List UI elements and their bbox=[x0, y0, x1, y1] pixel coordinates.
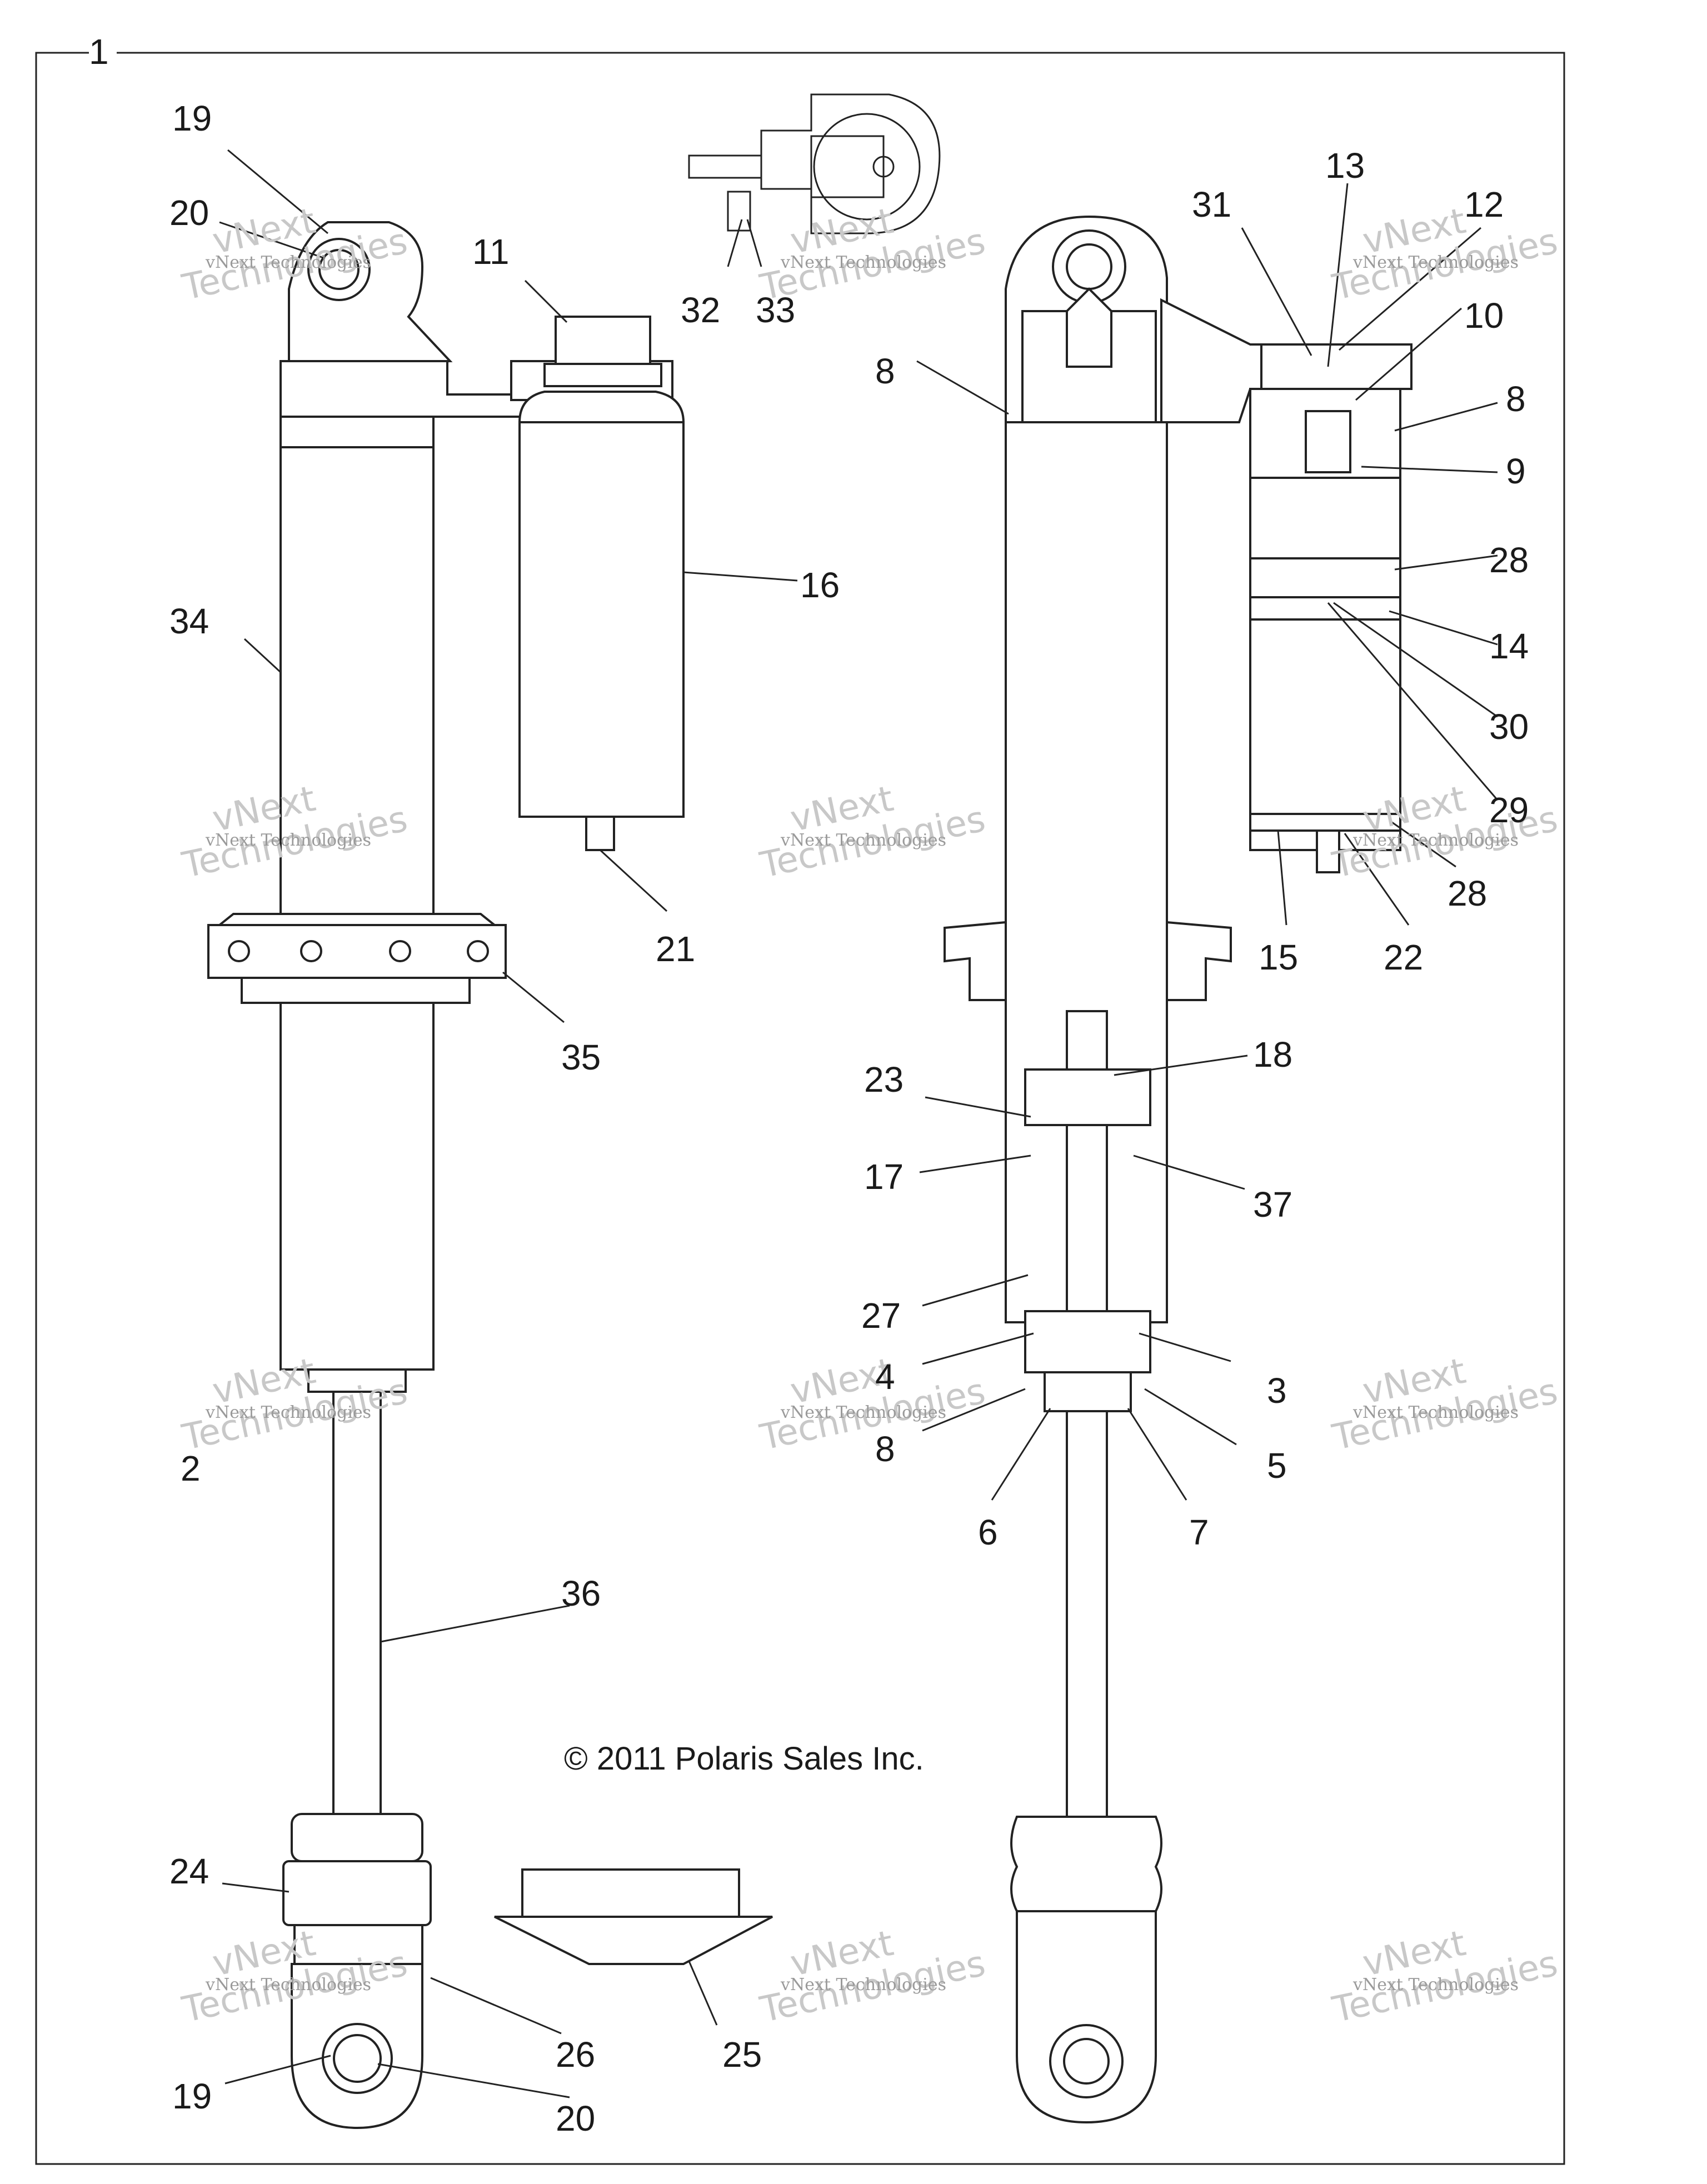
callout-labels: 19 20 11 32 33 34 16 21 35 2 36 24 26 25… bbox=[169, 98, 1529, 2138]
copyright-notice: © 2011 Polaris Sales Inc. bbox=[564, 1741, 924, 1777]
callout-27: 27 bbox=[861, 1296, 901, 1336]
callout-16: 16 bbox=[800, 565, 840, 605]
callout-29: 29 bbox=[1489, 790, 1529, 830]
callout-20-top: 20 bbox=[169, 193, 209, 233]
svg-text:vNext Technologies: vNext Technologies bbox=[205, 1975, 371, 1995]
svg-text:vNext Technologies: vNext Technologies bbox=[205, 1403, 371, 1422]
callout-8-top-left: 8 bbox=[875, 351, 895, 391]
diagram-frame: 1 bbox=[35, 32, 1565, 2165]
svg-text:vNext Technologies: vNext Technologies bbox=[780, 1403, 946, 1422]
callout-25: 25 bbox=[722, 2035, 762, 2075]
callout-21: 21 bbox=[656, 929, 695, 969]
callout-30: 30 bbox=[1489, 707, 1529, 747]
svg-text:vNext Technologies: vNext Technologies bbox=[205, 253, 371, 272]
callout-28-lower: 28 bbox=[1448, 873, 1487, 913]
svg-text:vNext Technologies: vNext Technologies bbox=[780, 253, 946, 272]
callout-19-bottom: 19 bbox=[172, 2076, 212, 2116]
callout-10: 10 bbox=[1464, 296, 1504, 336]
callout-35: 35 bbox=[561, 1037, 601, 1077]
callout-1: 1 bbox=[89, 32, 109, 72]
shock-cutaway-view bbox=[944, 215, 1412, 2124]
callout-34: 34 bbox=[169, 601, 209, 641]
callout-5: 5 bbox=[1267, 1446, 1287, 1486]
callout-8-top-right: 8 bbox=[1506, 379, 1526, 419]
callout-18: 18 bbox=[1253, 1034, 1292, 1074]
callout-3: 3 bbox=[1267, 1371, 1287, 1411]
callout-31: 31 bbox=[1192, 184, 1231, 224]
callout-36: 36 bbox=[561, 1573, 601, 1613]
svg-text:vNext Technologies: vNext Technologies bbox=[1352, 831, 1519, 850]
callout-20-bottom: 20 bbox=[556, 2098, 595, 2138]
callout-7: 7 bbox=[1189, 1512, 1209, 1552]
callout-9: 9 bbox=[1506, 451, 1526, 491]
callout-32: 32 bbox=[681, 290, 720, 330]
callout-15: 15 bbox=[1259, 937, 1298, 977]
callout-23: 23 bbox=[864, 1059, 904, 1100]
callout-13: 13 bbox=[1325, 146, 1365, 186]
svg-text:vNext Technologies: vNext Technologies bbox=[1352, 1403, 1519, 1422]
callout-8-bottom: 8 bbox=[875, 1429, 895, 1469]
callout-14: 14 bbox=[1489, 626, 1529, 666]
svg-text:vNext Technologies: vNext Technologies bbox=[205, 831, 371, 850]
callout-4: 4 bbox=[875, 1357, 895, 1397]
callout-11: 11 bbox=[472, 232, 509, 272]
callout-33: 33 bbox=[756, 290, 795, 330]
callout-2: 2 bbox=[181, 1448, 201, 1488]
callout-19-top: 19 bbox=[172, 98, 212, 138]
callout-6: 6 bbox=[978, 1512, 998, 1552]
callout-17: 17 bbox=[864, 1157, 904, 1197]
valve-detail-view bbox=[688, 93, 941, 234]
shock-exterior-view bbox=[207, 221, 773, 2130]
svg-text:vNext Technologies: vNext Technologies bbox=[780, 1975, 946, 1995]
callout-28-upper: 28 bbox=[1489, 540, 1529, 580]
callout-22: 22 bbox=[1384, 937, 1423, 977]
callout-37: 37 bbox=[1253, 1185, 1292, 1225]
svg-text:vNext Technologies: vNext Technologies bbox=[780, 831, 946, 850]
callout-26: 26 bbox=[556, 2035, 595, 2075]
svg-text:vNext Technologies: vNext Technologies bbox=[1352, 253, 1519, 272]
leader-lines bbox=[219, 149, 1499, 2098]
callout-24: 24 bbox=[169, 1851, 209, 1891]
callout-12: 12 bbox=[1464, 184, 1504, 224]
svg-text:vNext Technologies: vNext Technologies bbox=[1352, 1975, 1519, 1995]
